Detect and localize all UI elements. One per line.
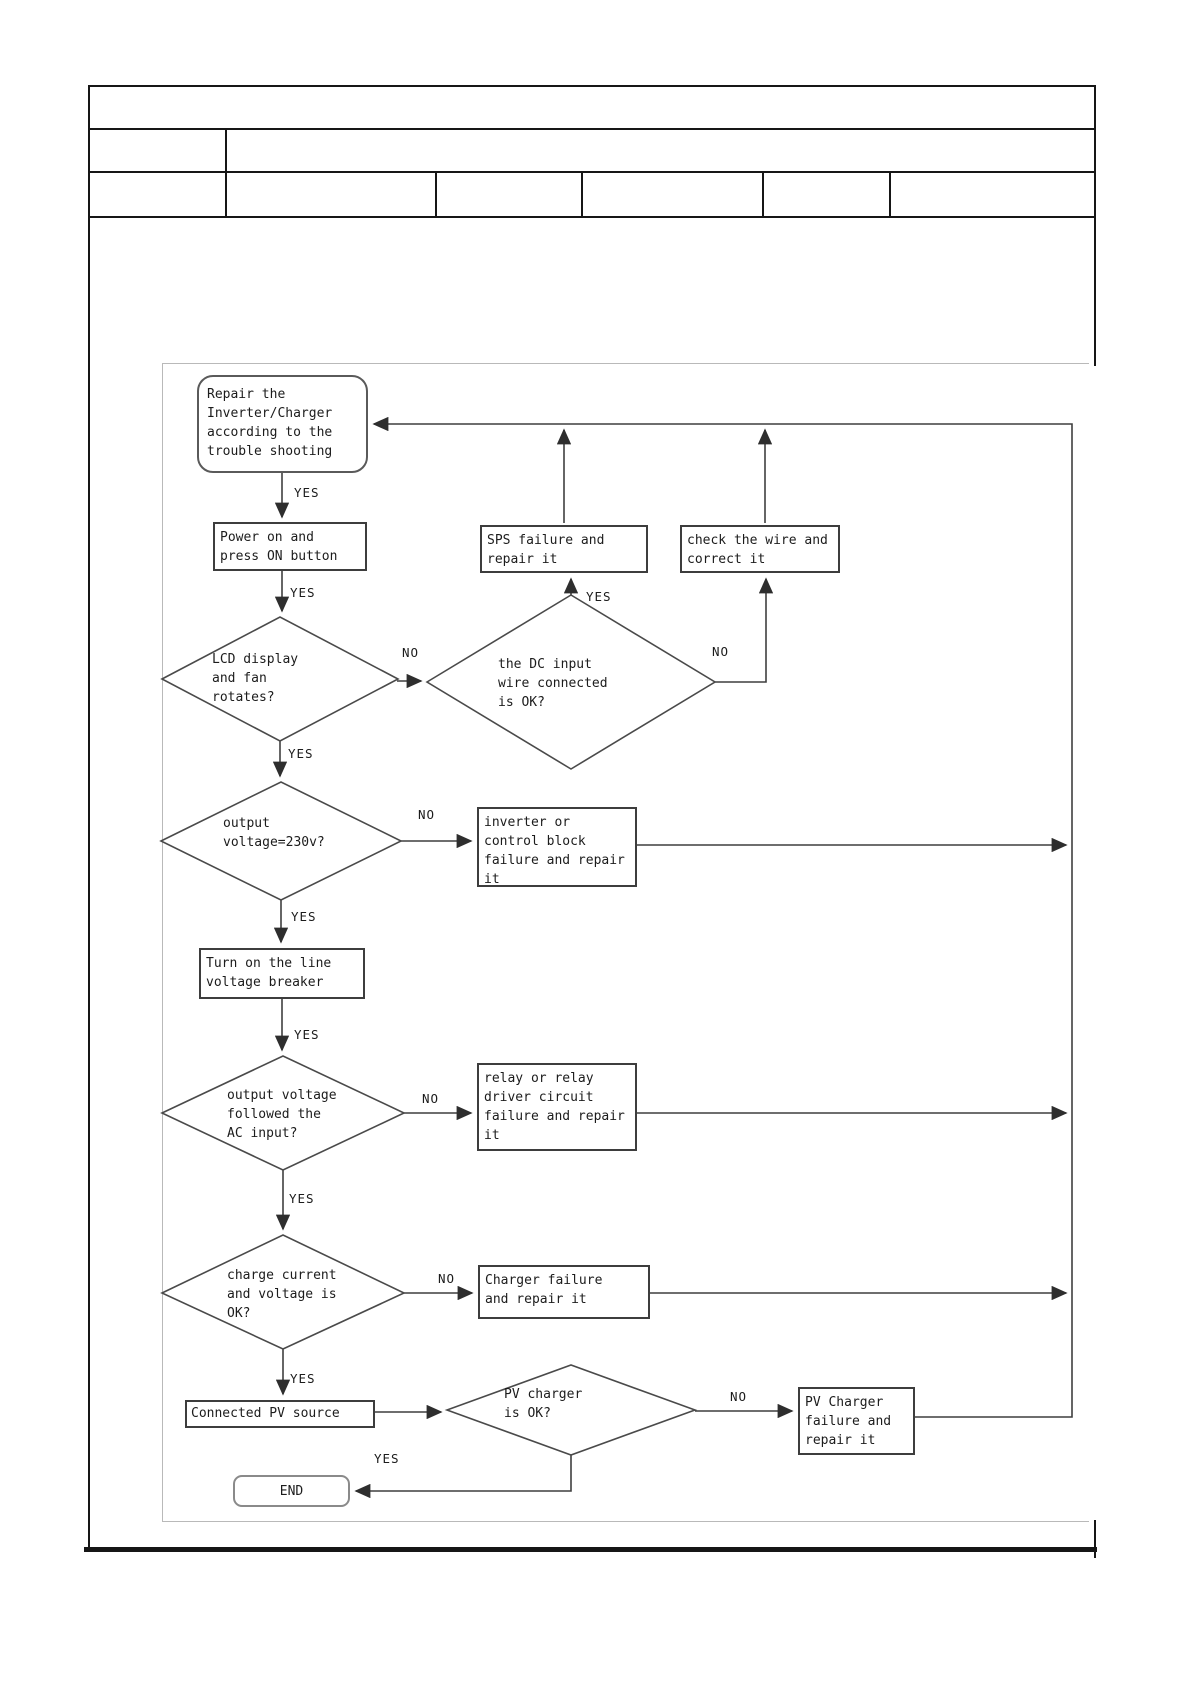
decision-pv-charger-label: PV charger is OK? [504, 1387, 583, 1421]
table-row3-divider-1 [225, 171, 227, 218]
flowchart-canvas [162, 363, 1089, 1522]
decision-charge-current-label: charge current and voltage is OK? [227, 1268, 337, 1321]
decision-output-ac-shape [160, 1055, 406, 1171]
edge-label-no-pv: NO [730, 1389, 748, 1404]
table-border-right-upper [1094, 85, 1096, 366]
decision-output-230v-shape [159, 781, 403, 901]
wire-dc-checkwire [715, 577, 774, 683]
edge-label-no-dc-input: NO [712, 644, 730, 659]
edge-label-yes-outac: YES [289, 1191, 315, 1206]
node-power-on: Power on and press ON button [213, 522, 367, 571]
decision-charge-current-shape [160, 1234, 406, 1350]
edge-label-yes-turnon: YES [294, 1027, 320, 1042]
node-pv-charger-failure: PV Charger failure and repair it [798, 1387, 915, 1455]
decision-lcd-display-shape [160, 616, 400, 742]
table-border-left [88, 85, 90, 1550]
decision-lcd-display-label: LCD display and fan rotates? [212, 652, 299, 705]
edge-label-no-charge: NO [438, 1271, 456, 1286]
table-row1-separator [88, 128, 1096, 130]
decision-pv-charger-shape [444, 1364, 698, 1456]
node-connected-pv-source: Connected PV source [185, 1400, 375, 1428]
edge-label-yes-pv-end: YES [374, 1451, 400, 1466]
edge-label-yes-repair-power: YES [294, 485, 320, 500]
table-row3-divider-2 [435, 171, 437, 218]
table-row2-separator [88, 171, 1096, 173]
node-end: END [233, 1475, 350, 1507]
node-sps-failure: SPS failure and repair it [480, 525, 648, 573]
decision-dc-input-label: the DC input wire connected is OK? [498, 657, 608, 710]
edge-label-no-outac: NO [422, 1091, 440, 1106]
wire-trunk-return [372, 416, 1073, 1418]
table-row3-divider-3 [581, 171, 583, 218]
edge-label-yes-charge: YES [290, 1371, 316, 1386]
edge-label-yes-lcd: YES [288, 746, 314, 761]
decision-output-230v-label: output voltage=230v? [223, 816, 325, 850]
node-turn-on-breaker: Turn on the line voltage breaker [199, 948, 365, 999]
node-repair-inverter: Repair the Inverter/Charger according to… [197, 375, 368, 473]
table-border-top [88, 85, 1096, 87]
edge-label-yes-power-lcd: YES [290, 585, 316, 600]
table-row3-divider-5 [889, 171, 891, 218]
node-inverter-failure: inverter or control block failure and re… [477, 807, 637, 887]
decision-output-ac-label: output voltage followed the AC input? [227, 1088, 337, 1141]
edge-label-no-lcd: NO [402, 645, 420, 660]
table-row3-divider-4 [762, 171, 764, 218]
node-relay-failure: relay or relay driver circuit failure an… [477, 1063, 637, 1151]
decision-dc-input-shape [425, 594, 717, 770]
table-border-right-lower-tick [1094, 1520, 1096, 1558]
table-row3-separator [88, 216, 1096, 218]
node-check-wire: check the wire and correct it [680, 525, 840, 573]
edge-label-yes-dc-input: YES [586, 589, 612, 604]
table-border-bottom-thick [84, 1547, 1097, 1552]
node-charger-failure: Charger failure and repair it [478, 1265, 650, 1319]
edge-label-no-out230: NO [418, 807, 436, 822]
table-row2-divider [225, 128, 227, 173]
wire-pvok-end [354, 1455, 572, 1499]
edge-label-yes-out230: YES [291, 909, 317, 924]
